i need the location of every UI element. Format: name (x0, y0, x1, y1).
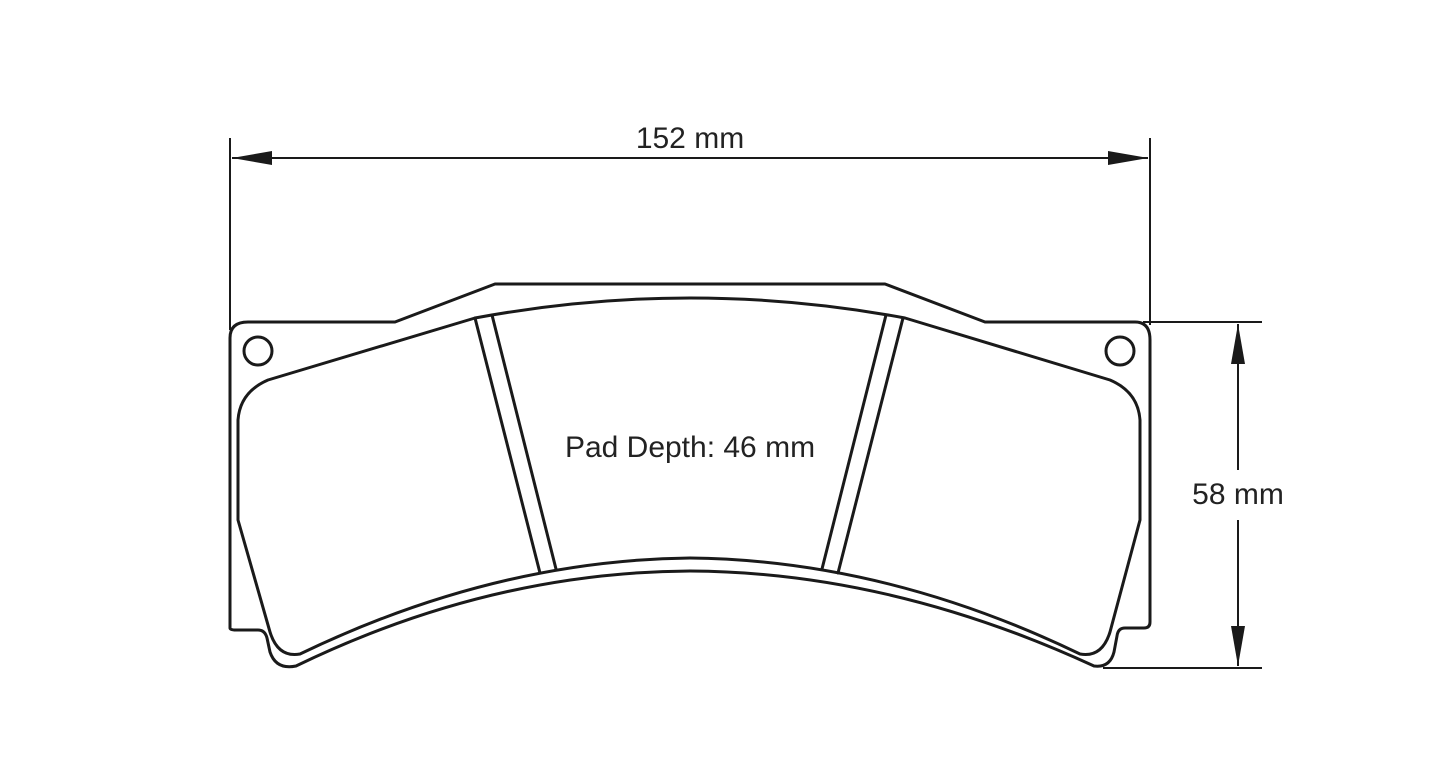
friction-material-outline (236, 296, 1142, 657)
width-label: 152 mm (636, 122, 744, 155)
left-slot-line-inner (490, 313, 558, 571)
right-mounting-hole (1104, 335, 1136, 367)
left-slot-line-outer (473, 316, 542, 575)
left-mounting-hole (242, 335, 274, 367)
backing-plate-outline (228, 282, 1152, 669)
up-arrow-icon (1231, 324, 1245, 364)
down-arrow-icon (1231, 626, 1245, 666)
right-slot-line-outer (836, 316, 905, 575)
pad-depth-label: Pad Depth: 46 mm (565, 431, 815, 464)
right-slot-line-inner (820, 313, 888, 571)
right-arrow-icon (1108, 151, 1148, 165)
left-arrow-icon (232, 151, 272, 165)
height-label: 58 mm (1192, 478, 1284, 511)
